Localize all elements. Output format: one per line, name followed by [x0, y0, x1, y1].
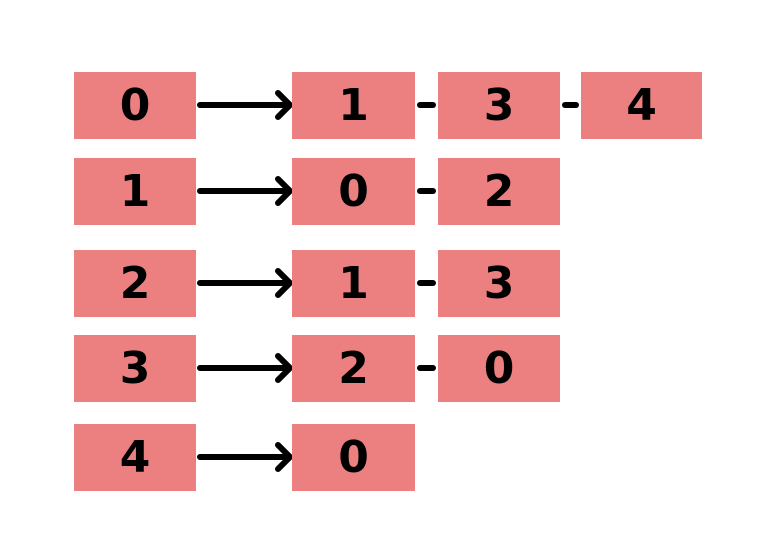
neighbor-node: 0 [292, 158, 415, 225]
neighbor-node: 0 [292, 424, 415, 491]
vertex-node: 4 [74, 424, 196, 491]
vertex-node: 2 [74, 250, 196, 317]
arrow-icon [197, 353, 293, 383]
vertex-node: 0 [74, 72, 196, 139]
arrow-icon [197, 90, 293, 120]
arrow-icon [197, 268, 293, 298]
neighbor-node: 2 [292, 335, 415, 402]
link-connector [417, 365, 436, 371]
neighbor-node: 2 [438, 158, 560, 225]
neighbor-node: 0 [438, 335, 560, 402]
vertex-node: 3 [74, 335, 196, 402]
link-connector [562, 102, 579, 108]
neighbor-node: 3 [438, 250, 560, 317]
neighbor-node: 4 [581, 72, 702, 139]
arrow-icon [197, 442, 293, 472]
neighbor-node: 1 [292, 250, 415, 317]
neighbor-node: 1 [292, 72, 415, 139]
vertex-node: 1 [74, 158, 196, 225]
link-connector [417, 280, 436, 286]
arrow-icon [197, 176, 293, 206]
neighbor-node: 3 [438, 72, 560, 139]
link-connector [417, 102, 436, 108]
link-connector [417, 188, 436, 194]
